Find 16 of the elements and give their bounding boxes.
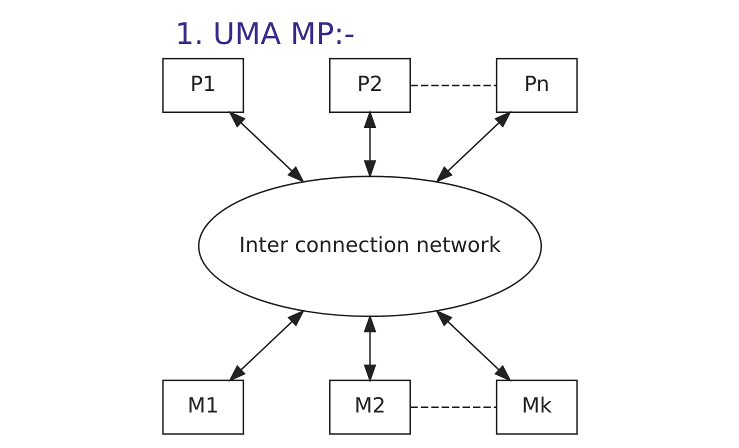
arrow	[228, 310, 304, 382]
node-ellipse: Inter connection network	[197, 176, 542, 318]
arrow	[434, 310, 512, 382]
node-box: Mk	[495, 380, 578, 435]
node-box: P1	[162, 58, 244, 114]
node-box: M1	[162, 380, 244, 435]
node-box: M2	[328, 380, 410, 435]
node-box: P2	[328, 58, 410, 114]
diagram-title: 1. UMA MP:-	[174, 16, 354, 52]
arrow	[363, 314, 376, 382]
arrow	[363, 110, 376, 178]
node-box: Pn	[495, 58, 578, 114]
connector	[410, 84, 496, 86]
arrow	[228, 110, 304, 183]
arrow	[434, 110, 512, 183]
connector	[410, 406, 496, 408]
